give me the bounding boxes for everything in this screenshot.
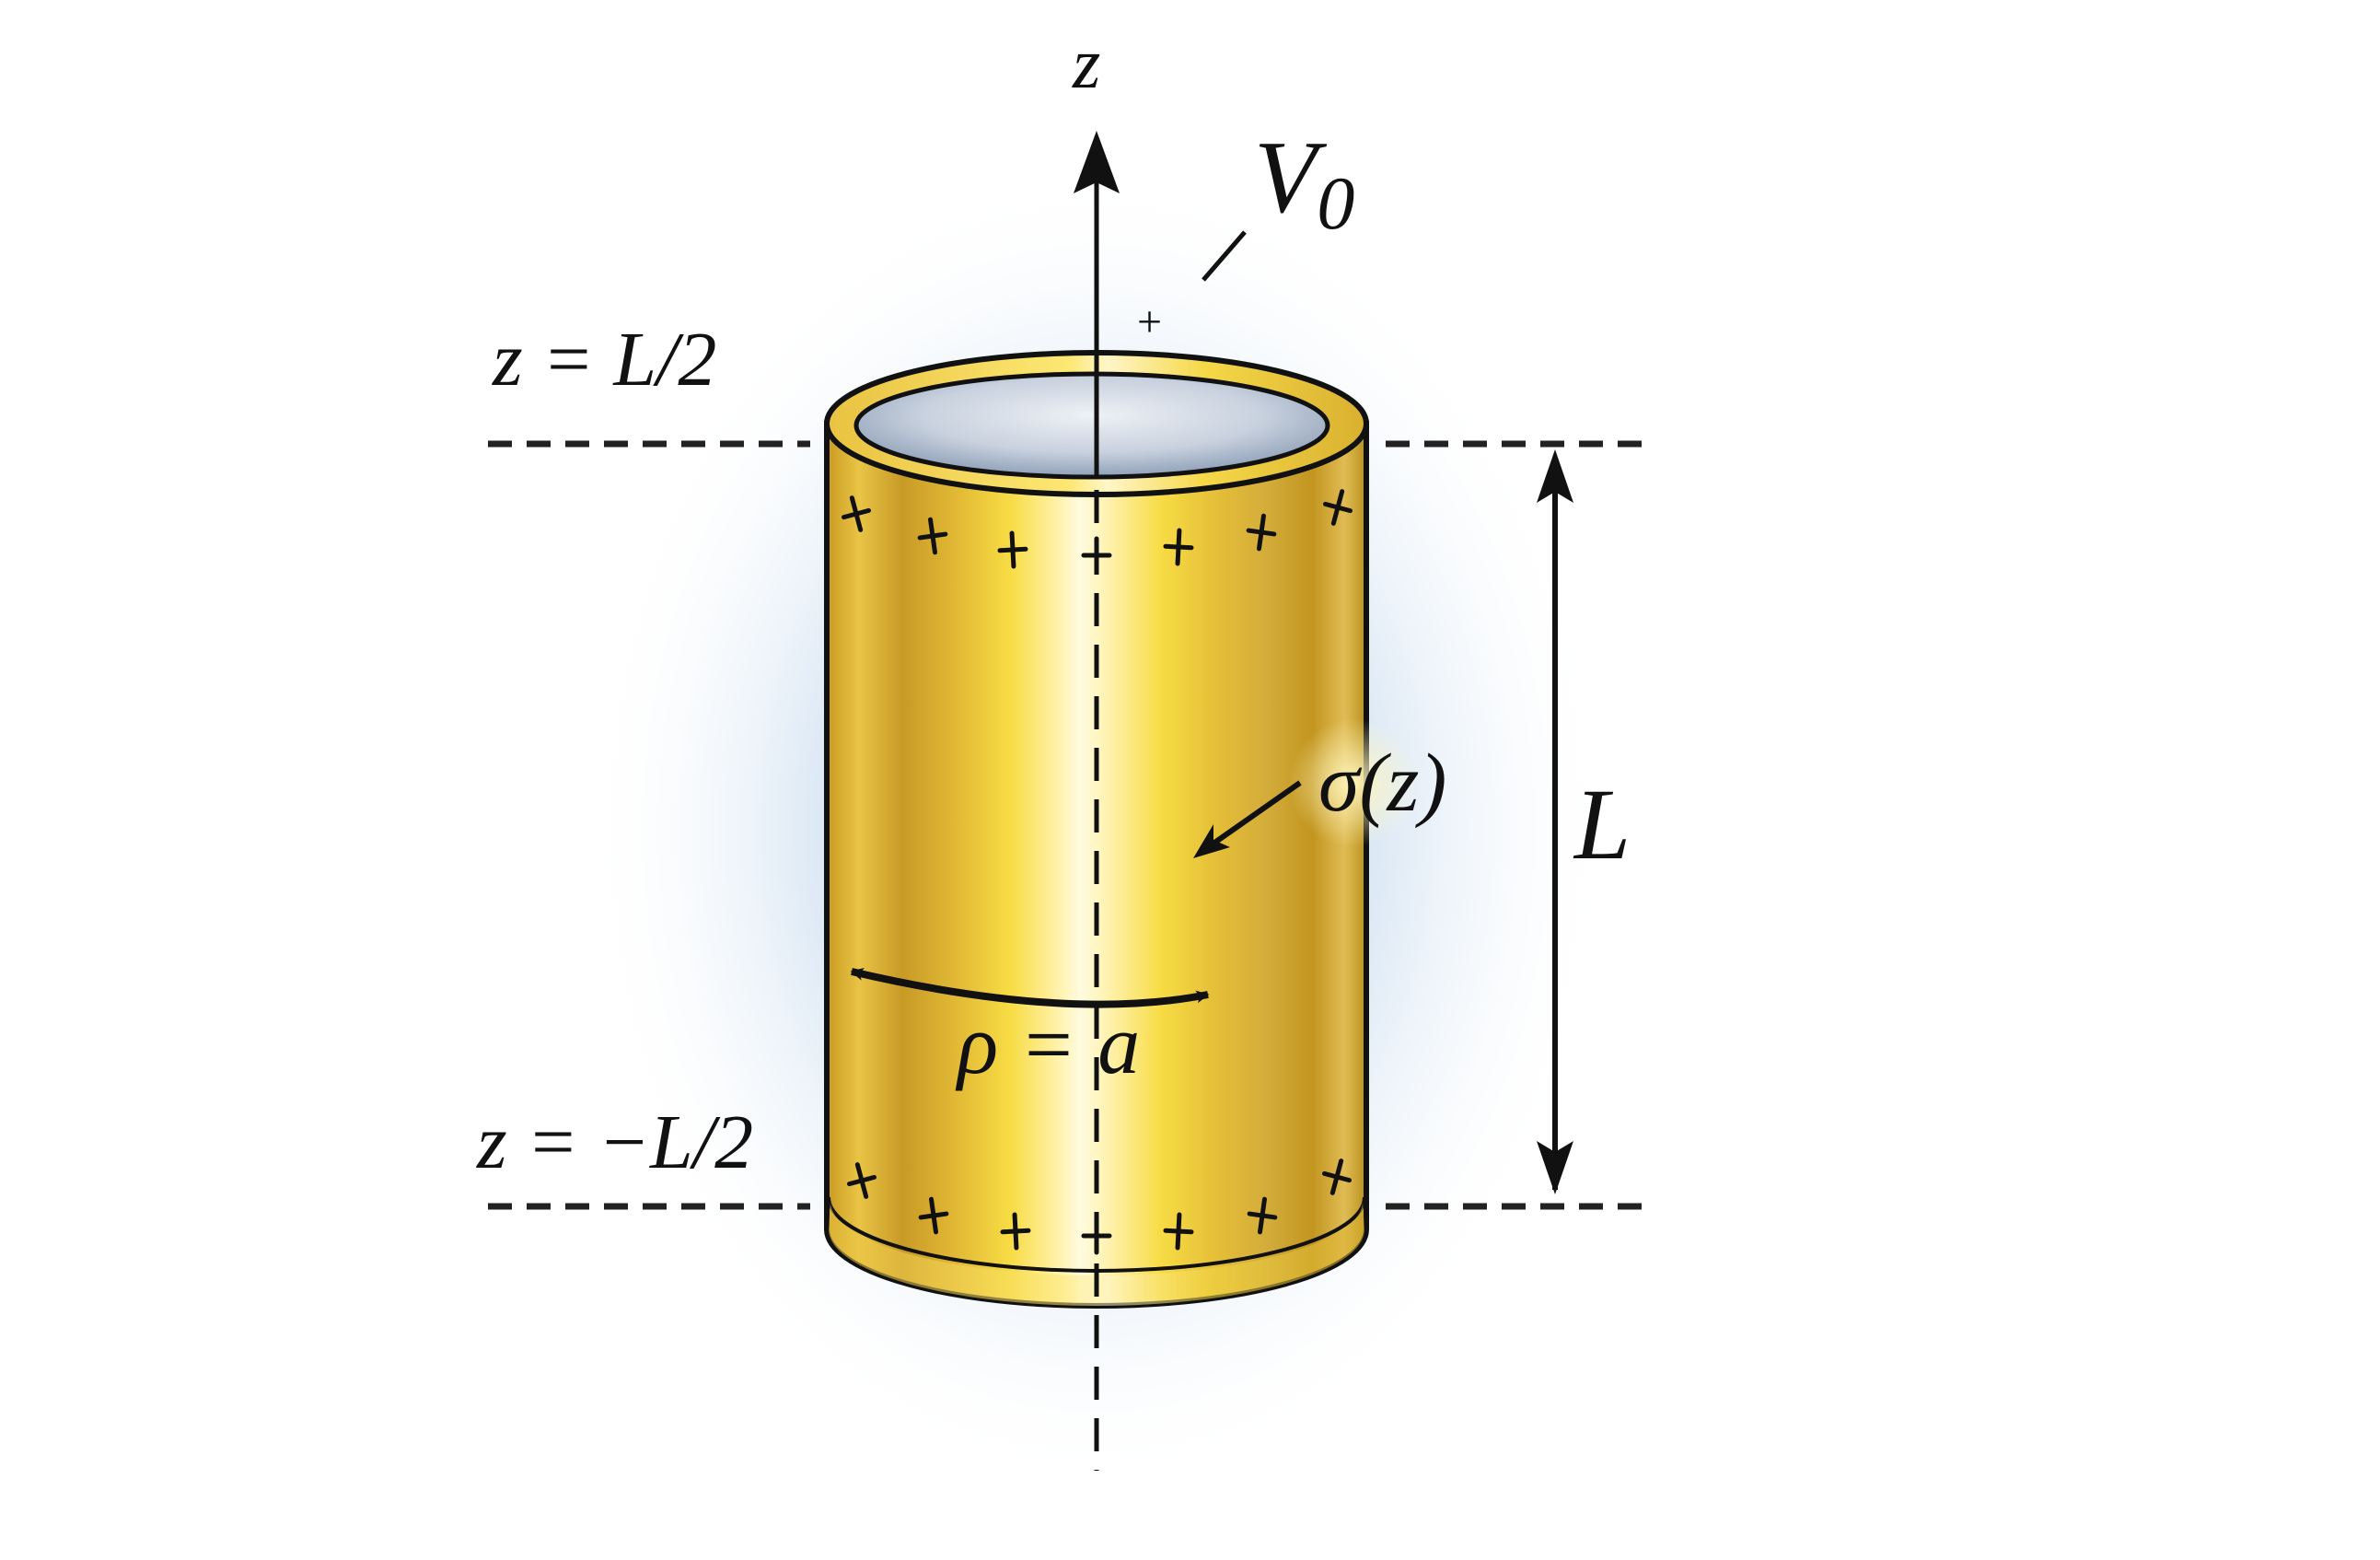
length-arrow-down-icon (1537, 1141, 1573, 1194)
plus-icon (841, 495, 872, 532)
potential-label-main: V (1254, 121, 1328, 235)
potential-charge-sign: + (1137, 297, 1162, 346)
plus-icon (1246, 513, 1277, 552)
plus-icon (1163, 528, 1194, 566)
plus-icon (1322, 489, 1353, 526)
surface-charge-glow (1289, 718, 1418, 847)
top-plane-label: z = L/2 (492, 317, 716, 402)
length-arrow-up-icon (1537, 449, 1573, 503)
length-label: L (1573, 768, 1631, 880)
plus-icon (997, 530, 1028, 569)
charges-top-row (841, 489, 1353, 575)
potential-label: V0 (1254, 121, 1354, 245)
surface-charge-pointer (1200, 780, 1302, 855)
plus-icon (846, 1162, 877, 1199)
potential-label-subscript: 0 (1317, 161, 1354, 245)
plus-icon (918, 1196, 949, 1235)
plus-icon (1000, 1212, 1031, 1251)
plane-guides (488, 440, 1643, 1210)
plus-icon (1321, 1158, 1353, 1195)
radius-arc-arrow (850, 968, 1210, 1008)
bottom-plane-label: z = −L/2 (476, 1100, 753, 1185)
radius-label: ρ = a (955, 997, 1140, 1091)
plus-icon (1081, 536, 1112, 575)
surface-charge-arrowhead-icon (1193, 824, 1230, 858)
cylinder-bottom-rim-highlight (829, 1202, 1364, 1306)
plus-icon (917, 517, 948, 555)
cylinder-inner-bore (853, 371, 1330, 480)
z-axis-label: z (1072, 23, 1100, 103)
surface-charge-label: σ(z) (1318, 738, 1446, 829)
potential-leader-line (1202, 230, 1247, 282)
plus-icon (1247, 1196, 1278, 1235)
z-axis-arrowhead-icon (1074, 131, 1120, 193)
charges-bottom-row (846, 1158, 1353, 1255)
plus-icon (1163, 1212, 1194, 1251)
plus-icon (1081, 1217, 1112, 1255)
